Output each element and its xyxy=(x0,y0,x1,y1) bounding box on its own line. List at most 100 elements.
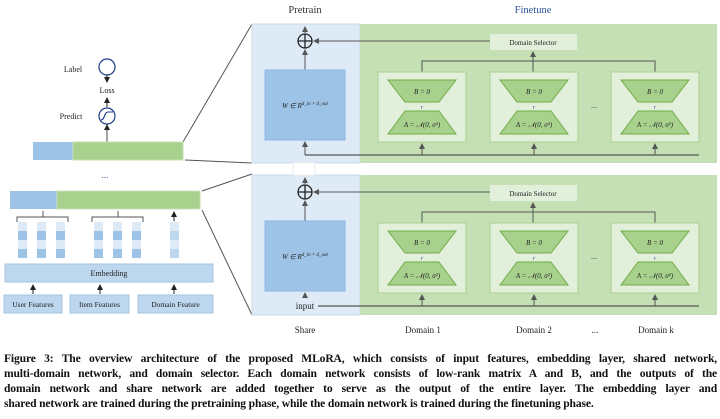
embedding-cell xyxy=(37,240,46,249)
embedding-cell xyxy=(132,249,141,258)
caption-line: shared network are trained during the pr… xyxy=(4,397,594,410)
sigmoid-icon xyxy=(98,107,116,125)
concat-brackets xyxy=(16,211,144,222)
matrix-a-trapezoid xyxy=(387,110,457,135)
matrix-a-label: A = 𝒩(0, σ²) xyxy=(515,121,553,129)
zoom-connector-lines xyxy=(182,23,253,316)
matrix-a-trapezoid xyxy=(620,110,690,135)
rank-label: r xyxy=(533,256,536,262)
matrix-b-trapezoid xyxy=(386,79,458,103)
embedding-cell xyxy=(132,231,141,240)
domain-selector[interactable] xyxy=(490,34,577,50)
embedding-cell xyxy=(170,249,179,258)
matrix-a-trapezoid xyxy=(620,261,690,286)
shared-weight-box xyxy=(264,69,346,141)
rank-label: r xyxy=(654,256,657,262)
loss-text: Loss xyxy=(99,86,114,95)
shared-weight-label: W ∈ Rd_in × d_out xyxy=(282,253,328,261)
caption-line: domain network and share network are add… xyxy=(4,382,717,395)
embedding-cell xyxy=(113,240,122,249)
matrix-b-trapezoid xyxy=(386,230,458,254)
domain-selector-label: Domain Selector xyxy=(509,190,557,198)
rank-label: r xyxy=(421,105,424,111)
embedding-layer xyxy=(4,263,214,283)
embedding-cell xyxy=(170,222,179,231)
matrix-b-trapezoid xyxy=(619,79,691,103)
matrix-b-label: B = 0 xyxy=(414,239,430,247)
matrix-a-trapezoid xyxy=(499,110,569,135)
embedding-cell xyxy=(37,249,46,258)
domain-selector-label: Domain Selector xyxy=(509,39,557,47)
bottom-layer-input-bar xyxy=(10,190,201,210)
embedding-cell xyxy=(37,222,46,231)
embedding-cell xyxy=(18,222,27,231)
feature-box[interactable] xyxy=(69,294,130,314)
matrix-b-trapezoid xyxy=(498,79,570,103)
matrix-b-label: B = 0 xyxy=(526,239,542,247)
feature-label: Domain Feature xyxy=(151,300,200,309)
feature-box[interactable] xyxy=(3,294,63,314)
domain-ellipsis: ... xyxy=(591,101,597,110)
domain-selector[interactable] xyxy=(490,185,577,201)
shared-weight-box xyxy=(264,220,346,292)
domain-network-k: B = 0rA = 𝒩(0, σ²) xyxy=(610,222,700,306)
domain-ellipsis: ... xyxy=(591,252,597,261)
embedding-cell xyxy=(18,231,27,240)
architecture-diagram: Pretrain Finetune Label Loss Predict ...… xyxy=(3,5,717,335)
matrix-a-trapezoid xyxy=(499,261,569,286)
embedding-cell xyxy=(94,240,103,249)
predict-text: Predict xyxy=(60,112,83,121)
matrix-a-label: A = 𝒩(0, σ²) xyxy=(636,121,674,129)
label-text: Label xyxy=(64,65,83,74)
domain-1-label: Domain 1 xyxy=(405,325,441,335)
embedding-cell xyxy=(56,240,65,249)
embedding-cell xyxy=(94,249,103,258)
caption-line: multi-domain network, and domain selecto… xyxy=(4,367,717,380)
rank-label: r xyxy=(533,105,536,111)
embedding-cell xyxy=(132,240,141,249)
embedding-cell xyxy=(18,249,27,258)
domain-2-label: Domain 2 xyxy=(516,325,552,335)
top-layer-panel: W ∈ Rd_in × d_out Domain Selector B = 0 r A … xyxy=(264,26,700,156)
embedding-cell xyxy=(132,222,141,231)
caption-line: Figure 3: The overview architecture of t… xyxy=(4,352,717,365)
embedding-label: Embedding xyxy=(91,269,128,278)
feature-label: User Features xyxy=(12,300,54,309)
layers-ellipsis: ... xyxy=(102,170,109,180)
shared-weight-label: W ∈ Rd_in × d_out xyxy=(282,102,328,110)
share-column-label: Share xyxy=(295,325,316,335)
finetune-title: Finetune xyxy=(515,5,552,16)
embedding-cell xyxy=(37,231,46,240)
pretrain-title: Pretrain xyxy=(288,5,322,16)
matrix-b-label: B = 0 xyxy=(414,88,430,96)
embedding-cell xyxy=(94,222,103,231)
domains-ellipsis: ... xyxy=(592,325,599,335)
embedding-cell xyxy=(94,231,103,240)
embedding-cell xyxy=(170,231,179,240)
domain-network-1: B = 0rA = 𝒩(0, σ²) xyxy=(377,222,467,306)
embedding-cell xyxy=(56,231,65,240)
matrix-a-label: A = 𝒩(0, σ²) xyxy=(515,272,553,280)
embedding-vectors xyxy=(18,222,179,258)
domain-network-2: B = 0 r A = 𝒩(0, σ²) xyxy=(489,71,579,155)
matrix-a-label: A = 𝒩(0, σ²) xyxy=(636,272,674,280)
top-layer-output-bar xyxy=(33,141,184,161)
embedding-cell xyxy=(113,231,122,240)
embedding-cell xyxy=(113,222,122,231)
input-label: input xyxy=(296,301,315,311)
matrix-a-label: A = 𝒩(0, σ²) xyxy=(403,121,441,129)
feature-label: Item Features xyxy=(79,300,120,309)
embedding-cell xyxy=(113,249,122,258)
embedding-cell xyxy=(170,240,179,249)
matrix-a-label: A = 𝒩(0, σ²) xyxy=(403,272,441,280)
feature-box[interactable] xyxy=(137,294,214,314)
domain-network-2: B = 0 r A = 𝒩(0, σ²) xyxy=(489,222,579,306)
matrix-b-label: B = 0 xyxy=(526,88,542,96)
matrix-b-trapezoid xyxy=(619,230,691,254)
domain-k-label: Domain k xyxy=(638,325,674,335)
matrix-b-trapezoid xyxy=(498,230,570,254)
label-node-icon xyxy=(98,58,116,76)
domain-network-1: B = 0 r A = 𝒩(0, σ²) xyxy=(377,71,467,155)
rank-label: r xyxy=(654,105,657,111)
